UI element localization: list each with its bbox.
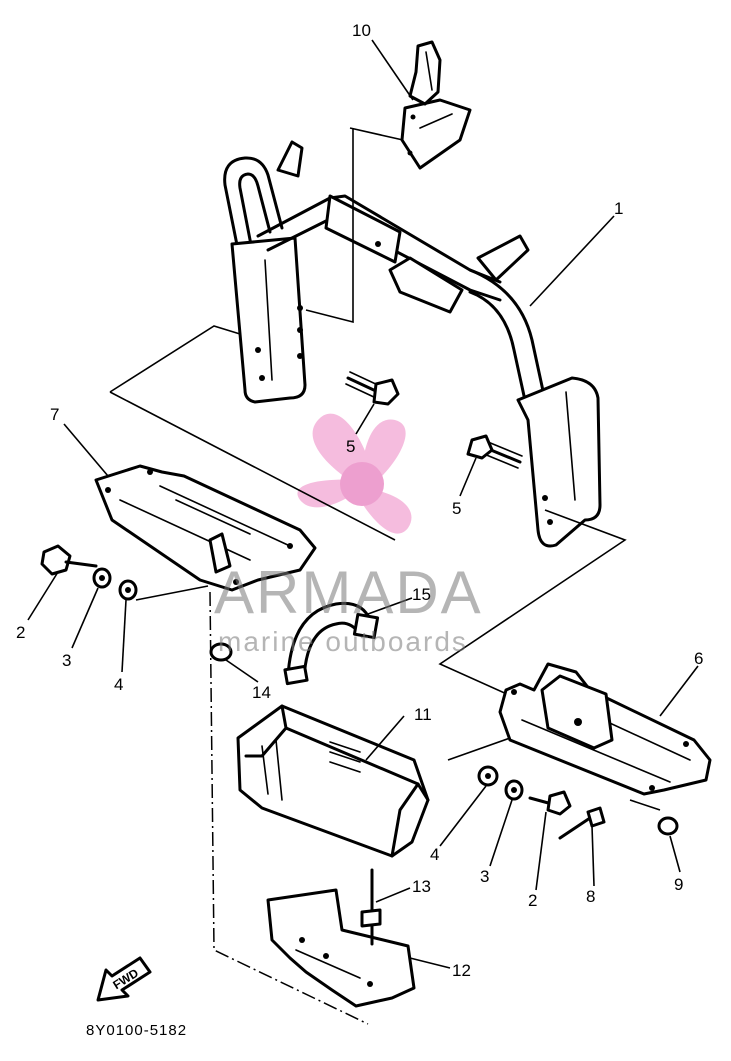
callout-8: 8 bbox=[586, 887, 596, 906]
callout-5-upper: 5 bbox=[346, 437, 356, 456]
part-7-bracket-left bbox=[94, 464, 317, 592]
part-9-washer bbox=[657, 816, 679, 836]
watermark-brand: ARMADA bbox=[214, 559, 483, 626]
part-13-pin bbox=[360, 868, 382, 946]
callout-11: 11 bbox=[414, 705, 432, 724]
callout-2-left: 2 bbox=[16, 623, 26, 642]
callout-4-left: 4 bbox=[114, 675, 124, 694]
callout-5-lower: 5 bbox=[452, 499, 462, 518]
callout-3-left: 3 bbox=[62, 651, 72, 670]
part-8-rivet bbox=[558, 806, 606, 840]
part-10-tiller-bracket bbox=[400, 40, 472, 170]
watermark-tagline: marine outboards bbox=[218, 626, 468, 657]
part-4-spacer-right bbox=[477, 765, 499, 787]
callout-15: 15 bbox=[412, 585, 431, 604]
part-5-bolt-upper bbox=[345, 371, 400, 406]
document-code: 8Y0100-5182 bbox=[86, 1022, 188, 1039]
callout-1: 1 bbox=[614, 199, 624, 218]
callout-12: 12 bbox=[452, 961, 471, 980]
callout-3-right: 3 bbox=[480, 867, 490, 886]
part-3-washer-right bbox=[504, 779, 524, 801]
part-3-washer-left bbox=[92, 567, 112, 589]
part-6-bracket-right bbox=[447, 662, 712, 811]
part-12-battery-tray bbox=[266, 888, 416, 1008]
callout-2-right: 2 bbox=[528, 891, 538, 910]
part-4-spacer-left bbox=[118, 579, 138, 601]
callout-4-right: 4 bbox=[430, 845, 440, 864]
callout-6: 6 bbox=[694, 649, 704, 668]
callout-13: 13 bbox=[412, 877, 431, 896]
callout-10: 10 bbox=[352, 21, 371, 40]
part-2-bolt-left bbox=[40, 544, 98, 576]
part-15-strap bbox=[283, 601, 380, 686]
propeller-logo-watermark bbox=[297, 413, 412, 534]
part-5-bolt-lower bbox=[466, 434, 523, 469]
part-11-battery-box bbox=[236, 704, 430, 858]
part-2-bolt-right bbox=[528, 790, 572, 816]
part-14-grommet bbox=[209, 642, 233, 662]
callout-leaders bbox=[27, 39, 699, 969]
callout-14: 14 bbox=[252, 683, 271, 702]
part-1-handle-frame bbox=[109, 127, 627, 701]
callout-7: 7 bbox=[50, 405, 60, 424]
callout-9: 9 bbox=[674, 875, 684, 894]
fwd-arrow-icon bbox=[96, 956, 152, 1002]
